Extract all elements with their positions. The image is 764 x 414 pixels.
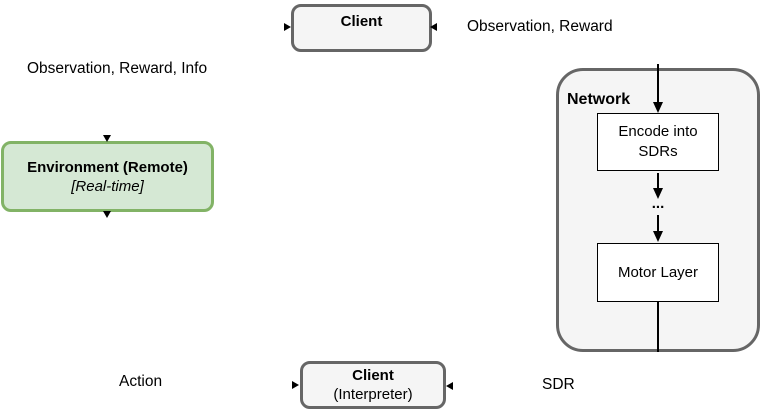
node-network-title: Network [567, 91, 631, 108]
connector-arrowhead-right-icon [292, 381, 299, 389]
arrow-shaft [657, 173, 659, 188]
arrowhead-down-icon [653, 102, 663, 113]
connector-arrowhead-down-icon [103, 135, 111, 142]
node-client-bottom-subtitle: (Interpreter) [333, 386, 413, 403]
line-motor-to-sdr [657, 302, 659, 352]
arrowhead-down-icon [653, 188, 663, 199]
arrow-shaft [657, 64, 659, 102]
node-client-bottom: Client (Interpreter) [300, 361, 446, 409]
node-client-top-title: Client [340, 13, 383, 30]
node-client-bottom-title: Client [352, 367, 394, 384]
connector-arrowhead-left-icon [430, 23, 437, 31]
node-encode-sdrs-label: Encode into SDRs [618, 123, 698, 160]
node-environment: Environment (Remote) [Real-time] [1, 141, 214, 212]
edge-label-observation-reward: Observation, Reward [466, 17, 614, 36]
edge-label-sdr: SDR [541, 375, 576, 394]
edge-label-observation-reward-info: Observation, Reward, Info [26, 59, 209, 78]
node-motor-layer: Motor Layer [597, 243, 719, 302]
arrow-observation-to-encode [652, 64, 664, 113]
arrow-ellipsis-to-motor [652, 215, 664, 242]
node-environment-title: Environment (Remote) [27, 158, 188, 176]
network-ellipsis: ... [651, 195, 665, 212]
connector-arrowhead-down-icon [103, 211, 111, 218]
connector-arrowhead-right-icon [284, 23, 291, 31]
arrow-shaft [657, 215, 659, 231]
arrowhead-down-icon [653, 231, 663, 242]
node-client-top: Client [291, 4, 432, 52]
node-motor-layer-label: Motor Layer [617, 263, 699, 281]
connector-arrowhead-left-icon [446, 382, 453, 390]
arrow-encode-to-ellipsis [652, 173, 664, 199]
edge-label-action: Action [118, 372, 164, 391]
node-environment-subtitle: [Real-time] [71, 177, 144, 195]
node-encode-sdrs: Encode into SDRs [597, 113, 719, 171]
